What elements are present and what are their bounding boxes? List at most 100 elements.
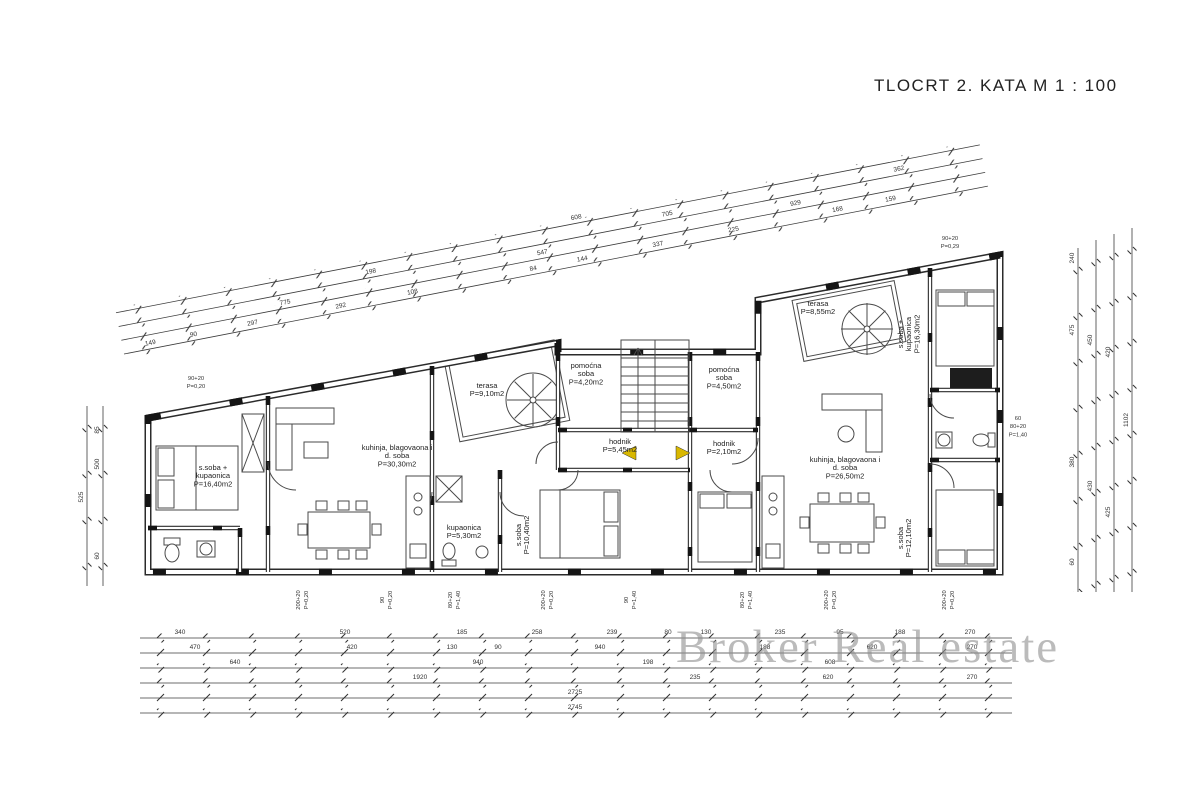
bathroom-left-fixtures [163, 537, 216, 563]
dims-bottom-labels-item-21: 198 [643, 659, 654, 666]
dims-bottom-labels-item-6: 130 [701, 629, 712, 636]
dims-right-labels-item-3: 60 [1069, 558, 1076, 566]
dims-bottom-labels-item-7: 235 [775, 629, 786, 636]
spiral-stair-right [840, 302, 894, 356]
stair-direction-arrow-left [621, 445, 637, 461]
dims-bottom-labels-item-24: 235 [690, 674, 701, 681]
dims-left-labels-item-1: 500 [94, 458, 101, 469]
furniture [155, 289, 996, 569]
dims-top-labels-item-17: 608 [570, 213, 582, 222]
dims-top-labels-item-5: 84 [529, 265, 538, 273]
dims-bottom-labels-item-5: 80 [664, 629, 672, 636]
bed-center-right [697, 491, 753, 563]
dims-bottom-labels-item-1: 520 [340, 629, 351, 636]
dims-bottom-labels-item-2: 185 [457, 629, 468, 636]
sofa-left [275, 407, 335, 471]
dims-top-labels-item-0: 149 [144, 339, 156, 348]
sofa-right [821, 393, 883, 453]
dims-right-labels-item-8: 1102 [1123, 413, 1130, 427]
dining-table-left [297, 500, 382, 560]
bed-middle [539, 489, 621, 559]
dims-top-labels-item-8: 225 [728, 225, 740, 234]
bed-right-bottom [935, 489, 995, 567]
dims-bottom-labels-item-28: 2745 [568, 704, 583, 711]
dims-bottom-labels-item-9: 188 [895, 629, 906, 636]
dims-left-labels-item-3: 60 [94, 552, 101, 560]
dims-right-labels-item-5: 430 [1087, 480, 1094, 491]
dims-top-labels-item-9: 168 [832, 205, 844, 214]
dimension-lines-left [82, 406, 108, 586]
bed-left [155, 445, 239, 511]
rooms-layer-item-11: s.soba +kupaonicaP=16,30m2 [896, 315, 921, 354]
dims-bottom-labels-item-12: 420 [347, 644, 358, 651]
dims-right-labels-item-1: 475 [1069, 324, 1076, 335]
kitchen-right [761, 475, 785, 569]
dims-bottom-labels-item-16: 188 [760, 644, 771, 651]
dims-bottom-labels-item-25: 620 [823, 674, 834, 681]
dims-top-labels-item-1: 90 [189, 331, 198, 339]
dims-right-labels-item-0: 240 [1069, 252, 1076, 263]
dims-top-labels-item-15: 705 [661, 210, 673, 219]
dims-bottom-labels-item-14: 90 [494, 644, 502, 651]
dims-top-labels-item-12: 547 [536, 248, 548, 257]
wardrobe-left [241, 413, 265, 473]
dims-right-labels-item-7: 425 [1105, 506, 1112, 517]
dims-top-labels-item-10: 159 [885, 195, 897, 204]
dims-bottom-labels-item-19: 640 [230, 659, 241, 666]
dims-bottom-labels-item-23: 1920 [413, 674, 428, 681]
interior-walls [148, 268, 1000, 572]
dimension-lines-top-slanted: 1499029729210884144337225168159775547929… [115, 140, 989, 359]
dims-top-labels-item-14: 198 [365, 267, 377, 276]
shower-right [950, 368, 992, 388]
rooms-layer-item-12: s.sobaP=12,10m2 [896, 519, 913, 558]
dims-bottom-labels-item-27: 2725 [568, 689, 583, 696]
dims-bottom-labels-item-22: 608 [825, 659, 836, 666]
dims-right-labels-item-2: 380 [1069, 456, 1076, 467]
kitchen-left [405, 475, 431, 569]
dims-left-labels-item-2: 85 [94, 426, 101, 434]
main-staircase [620, 339, 690, 433]
stair-direction-arrow-right [675, 445, 691, 461]
dims-top-labels-item-2: 297 [247, 319, 259, 328]
dimension-lines-right [1073, 228, 1137, 592]
dims-bottom-labels-item-11: 470 [190, 644, 201, 651]
dims-top-labels-item-4: 108 [407, 288, 419, 297]
dining-table-right [799, 492, 886, 554]
dims-top-labels-item-13: 929 [790, 199, 802, 208]
dims-bottom-labels-item-10: 270 [965, 629, 976, 636]
bathroom-right-fixtures [935, 431, 996, 449]
bed-right-top [935, 289, 995, 367]
bathroom-middle-fixtures [435, 475, 489, 567]
dims-bottom-labels-item-8: 95 [836, 629, 844, 636]
dims-top-labels-item-6: 144 [576, 255, 588, 264]
dims-right-labels-item-6: 420 [1105, 346, 1112, 357]
dims-bottom-labels-item-0: 340 [175, 629, 186, 636]
rooms-layer-item-10: s.sobaP=10,40m2 [514, 516, 531, 555]
dims-bottom-labels-item-4: 239 [607, 629, 618, 636]
drawing-title: TLOCRT 2. KATA M 1 : 100 [874, 76, 1118, 95]
dims-bottom-labels-item-15: 940 [595, 644, 606, 651]
spiral-stair-left [505, 372, 561, 428]
dims-bottom-labels-item-26: 270 [967, 674, 978, 681]
dims-bottom-labels-item-20: 940 [473, 659, 484, 666]
